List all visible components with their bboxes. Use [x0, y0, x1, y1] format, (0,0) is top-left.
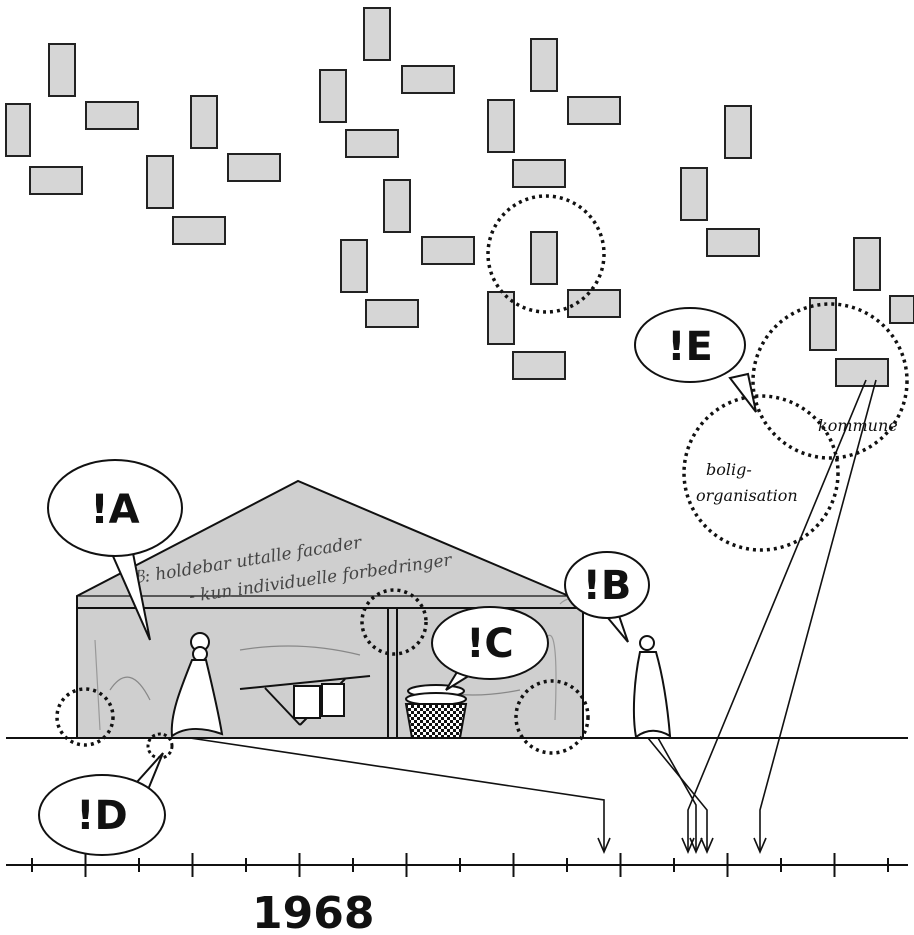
block [567, 289, 621, 318]
block [853, 237, 881, 291]
callout-d: !D [38, 752, 166, 856]
dining-table [239, 675, 371, 726]
dotted-highlight-circle [486, 194, 606, 314]
block [706, 228, 760, 257]
block [85, 101, 139, 130]
kommune-label: kommune [818, 416, 898, 435]
block [319, 69, 347, 123]
block [487, 99, 515, 153]
boligorganisation-circle [682, 394, 840, 552]
callout-c: !C [431, 606, 549, 691]
block [487, 291, 515, 345]
callout-b-label: !B [583, 563, 632, 609]
block [48, 43, 76, 97]
callout-d-label: !D [76, 793, 127, 839]
person-outside [632, 635, 672, 739]
timeline-arrows [189, 379, 877, 855]
block [835, 358, 889, 387]
block [29, 166, 83, 195]
block [383, 179, 411, 233]
timeline-year-label: 1968 [252, 888, 374, 935]
dotted-highlight-circle [514, 679, 590, 755]
block [345, 129, 399, 158]
timeline [6, 853, 908, 877]
block [363, 7, 391, 61]
callout-c-label: !C [466, 621, 514, 667]
block [680, 167, 708, 221]
block [512, 159, 566, 188]
block [809, 297, 837, 351]
bolig-label-line2: organisation [696, 486, 798, 505]
block [567, 96, 621, 125]
kommune-circle [751, 302, 909, 460]
block [227, 153, 281, 182]
callout-e-label: !E [667, 324, 713, 370]
block [172, 216, 226, 245]
block [5, 103, 31, 157]
block [401, 65, 455, 94]
block [190, 95, 218, 149]
block [724, 105, 752, 159]
dotted-highlight-circle [360, 588, 428, 656]
timeline-ticks [31, 853, 889, 877]
person-inside [170, 632, 224, 738]
block [512, 351, 566, 380]
block [365, 299, 419, 328]
callout-e: !E [634, 307, 757, 413]
block [530, 231, 558, 285]
block [146, 155, 174, 209]
callout-a: !A [47, 459, 183, 641]
bolig-label-line1: bolig- [706, 460, 752, 479]
laundry-basket [404, 684, 468, 739]
site-plan-blocks [5, 7, 914, 387]
callout-a-label: !A [90, 487, 139, 533]
block [530, 38, 558, 92]
block [340, 239, 368, 293]
block [889, 295, 914, 324]
house-section: ℬ: holdebar uttalle facader - kun indivi… [76, 479, 584, 739]
dotted-highlight-circle [55, 687, 115, 747]
callout-b: !B [564, 551, 650, 643]
block [421, 236, 475, 265]
